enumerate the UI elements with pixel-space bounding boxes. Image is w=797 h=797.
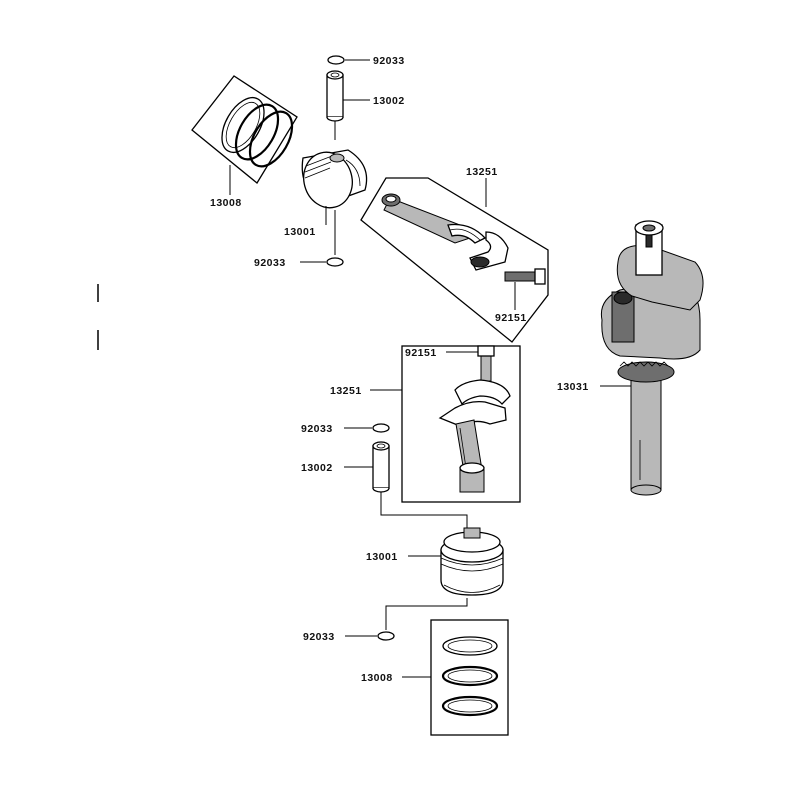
label-top-bolt: 92151 bbox=[495, 312, 527, 324]
crankshaft-part bbox=[600, 220, 704, 496]
label-bottom-circlip-lower: 92033 bbox=[303, 631, 335, 643]
label-top-conrod: 13251 bbox=[466, 166, 498, 178]
bottom-circlip-part bbox=[372, 423, 390, 433]
bottom-connecting-rod-part bbox=[401, 345, 521, 503]
label-top-pin: 13002 bbox=[373, 95, 405, 107]
bottom-piston-part bbox=[440, 527, 504, 596]
bottom-lower-circlip-part bbox=[377, 631, 395, 641]
label-top-circlip-lower: 92033 bbox=[254, 257, 286, 269]
label-bottom-circlip: 92033 bbox=[301, 423, 333, 435]
top-lower-circlip-part bbox=[326, 257, 344, 267]
top-piston-rings-part bbox=[191, 75, 298, 184]
label-bottom-conrod: 13251 bbox=[330, 385, 362, 397]
label-bottom-pin: 13002 bbox=[301, 462, 333, 474]
label-bottom-piston: 13001 bbox=[366, 551, 398, 563]
label-top-rings: 13008 bbox=[210, 197, 242, 209]
bottom-piston-rings-part bbox=[430, 619, 509, 736]
label-crankshaft: 13031 bbox=[557, 381, 589, 393]
label-bottom-rings: 13008 bbox=[361, 672, 393, 684]
top-circlip-part bbox=[327, 55, 345, 65]
label-top-piston: 13001 bbox=[284, 226, 316, 238]
label-bottom-bolt: 92151 bbox=[405, 347, 437, 359]
top-piston-pin-part bbox=[326, 70, 344, 122]
label-top-circlip: 92033 bbox=[373, 55, 405, 67]
top-connecting-rod-part bbox=[360, 177, 549, 343]
top-piston-part bbox=[301, 149, 368, 209]
bottom-piston-pin-part bbox=[372, 441, 390, 493]
